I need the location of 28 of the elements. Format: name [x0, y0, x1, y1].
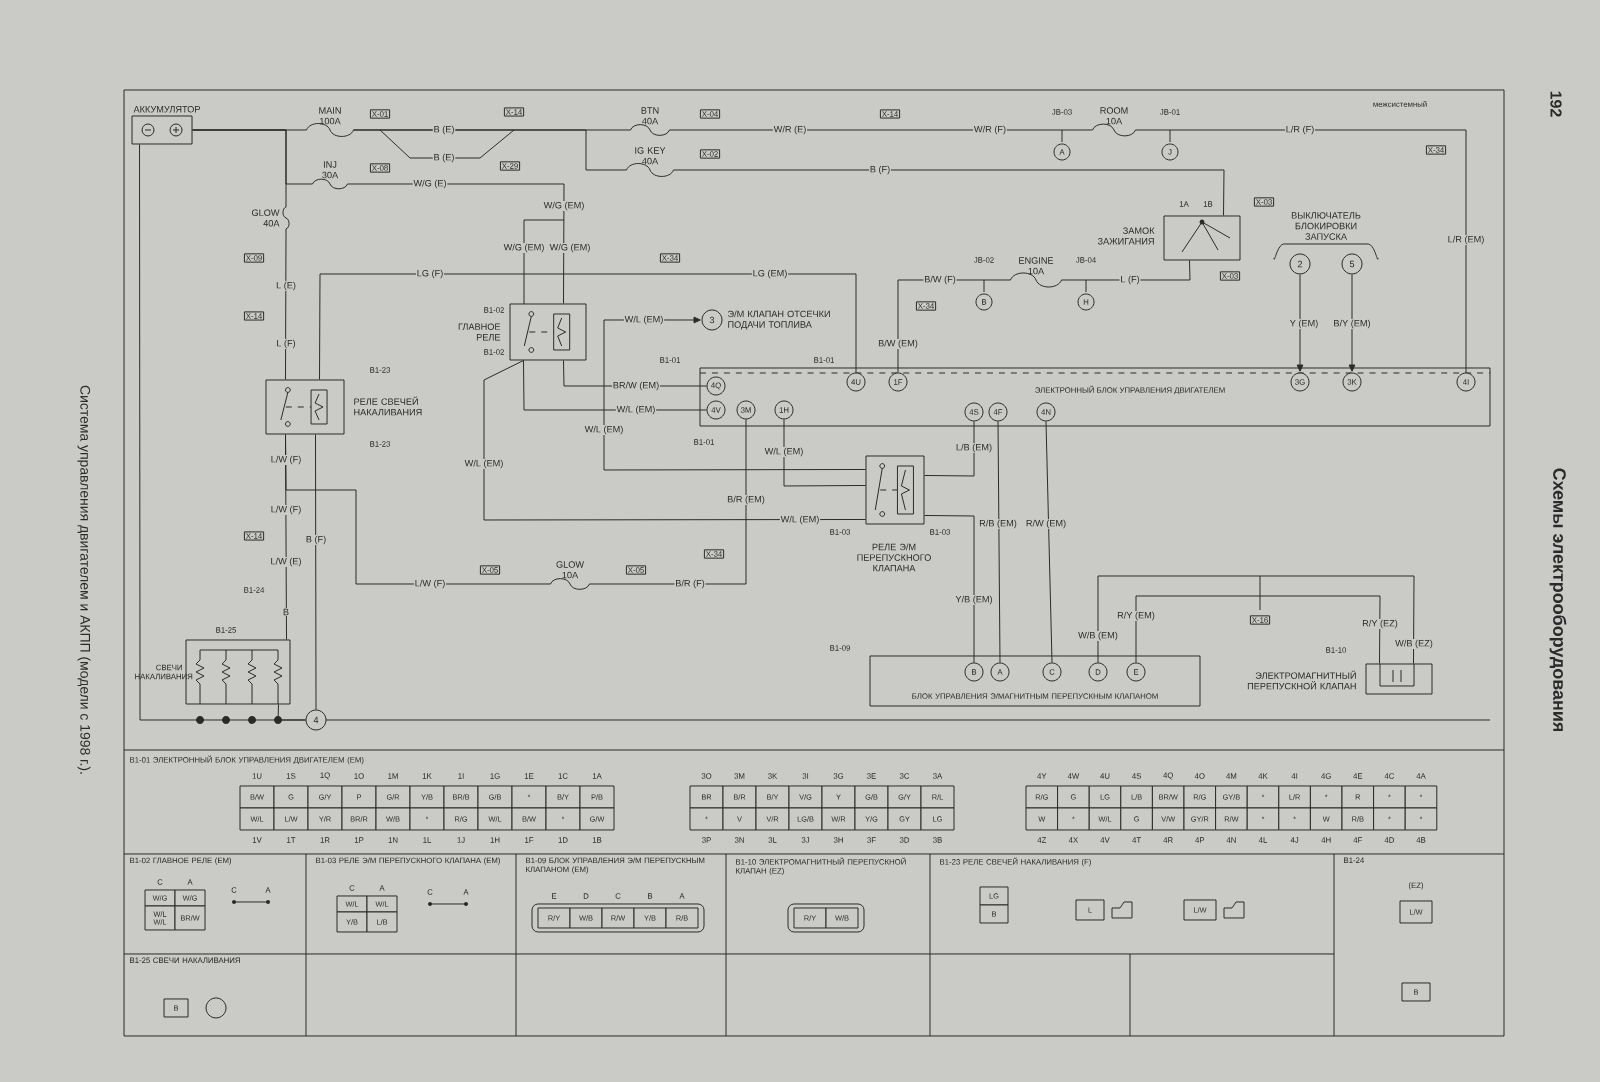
wire: [1061, 260, 1191, 281]
wire: [783, 419, 866, 487]
wire: [924, 421, 975, 477]
wire: [924, 515, 975, 663]
wire: [483, 360, 866, 521]
wire: [589, 419, 747, 585]
wire: [319, 273, 857, 380]
wire: [1097, 575, 1415, 664]
wire: [353, 129, 627, 171]
wire: [897, 279, 1011, 373]
wire: [285, 228, 287, 380]
wire-arrow: [603, 316, 866, 471]
wire: [315, 434, 317, 710]
wire: [1045, 421, 1053, 663]
wire-arrow: [1296, 274, 1304, 372]
wire: [997, 421, 1001, 663]
wire-arrow: [1348, 274, 1356, 372]
wire: [277, 704, 306, 721]
page-title: Схемы электрооборудования: [1549, 468, 1567, 732]
wire: [1135, 595, 1381, 664]
wire: [192, 129, 287, 208]
wire: [673, 169, 1225, 216]
wire: [523, 360, 707, 411]
wire: [669, 129, 1093, 131]
wire: [347, 183, 565, 304]
wire: [285, 434, 287, 640]
wire: [563, 360, 707, 387]
wire: [1135, 129, 1467, 373]
